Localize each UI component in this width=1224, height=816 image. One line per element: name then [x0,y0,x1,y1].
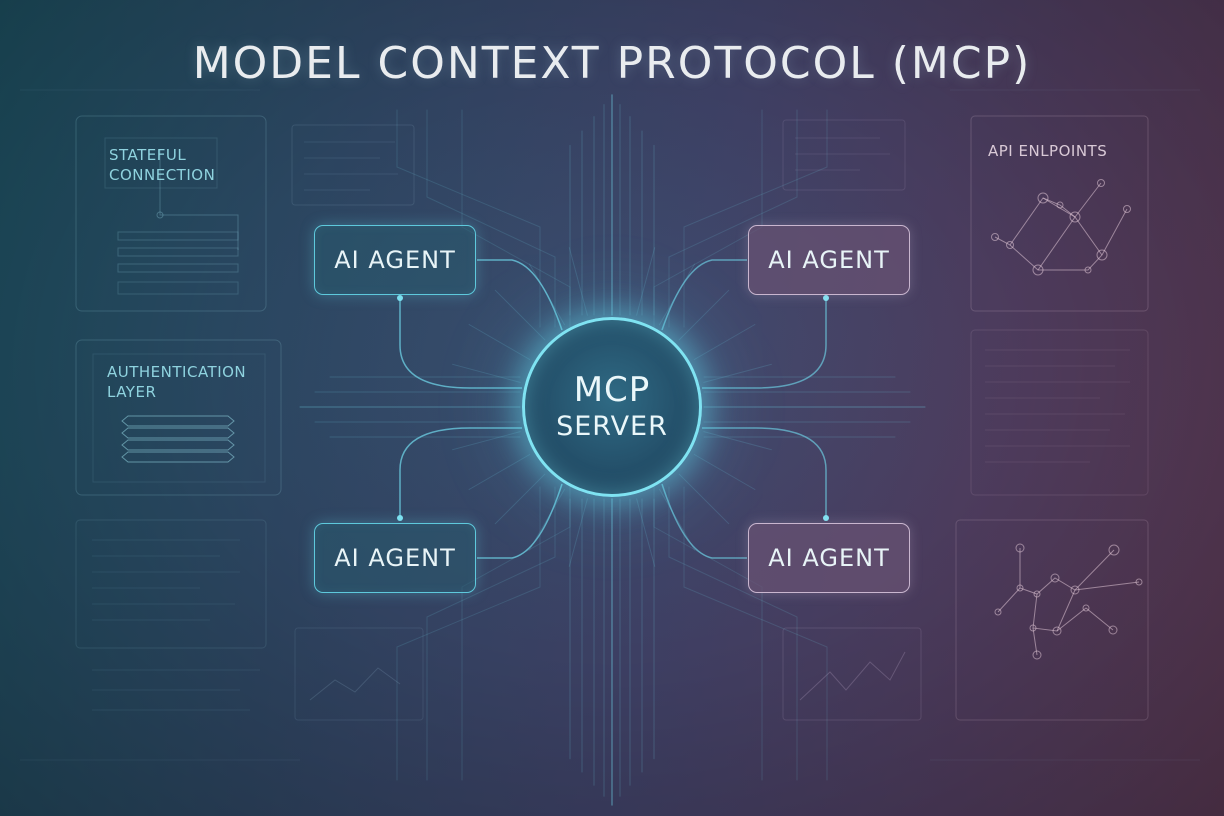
stateful-connection-label: STATEFUL CONNECTION [109,145,215,185]
mcp-server-node: MCP SERVER [522,317,702,497]
authentication-layer-line2: LAYER [107,383,157,401]
ai-agent-bottom-right: AI AGENT [748,523,910,593]
diagram-title: MODEL CONTEXT PROTOCOL (MCP) [192,38,1032,89]
stateful-connection-panel [75,115,267,312]
stateful-connection-line2: CONNECTION [109,166,216,184]
mcp-server-line1: MCP [573,370,651,410]
authentication-layer-panel [75,339,282,496]
ai-agent-bottom-left: AI AGENT [314,523,476,593]
api-endpoints-label: API ENLPOINTS [988,142,1108,160]
ai-agent-top-right: AI AGENT [748,225,910,295]
stateful-connection-line1: STATEFUL [109,146,187,164]
mcp-server-line2: SERVER [556,411,668,442]
authentication-layer-label: AUTHENTICATION LAYER [107,362,246,402]
ai-agent-top-left: AI AGENT [314,225,476,295]
authentication-layer-line1: AUTHENTICATION [107,363,247,381]
api-endpoints-panel [970,115,1149,312]
